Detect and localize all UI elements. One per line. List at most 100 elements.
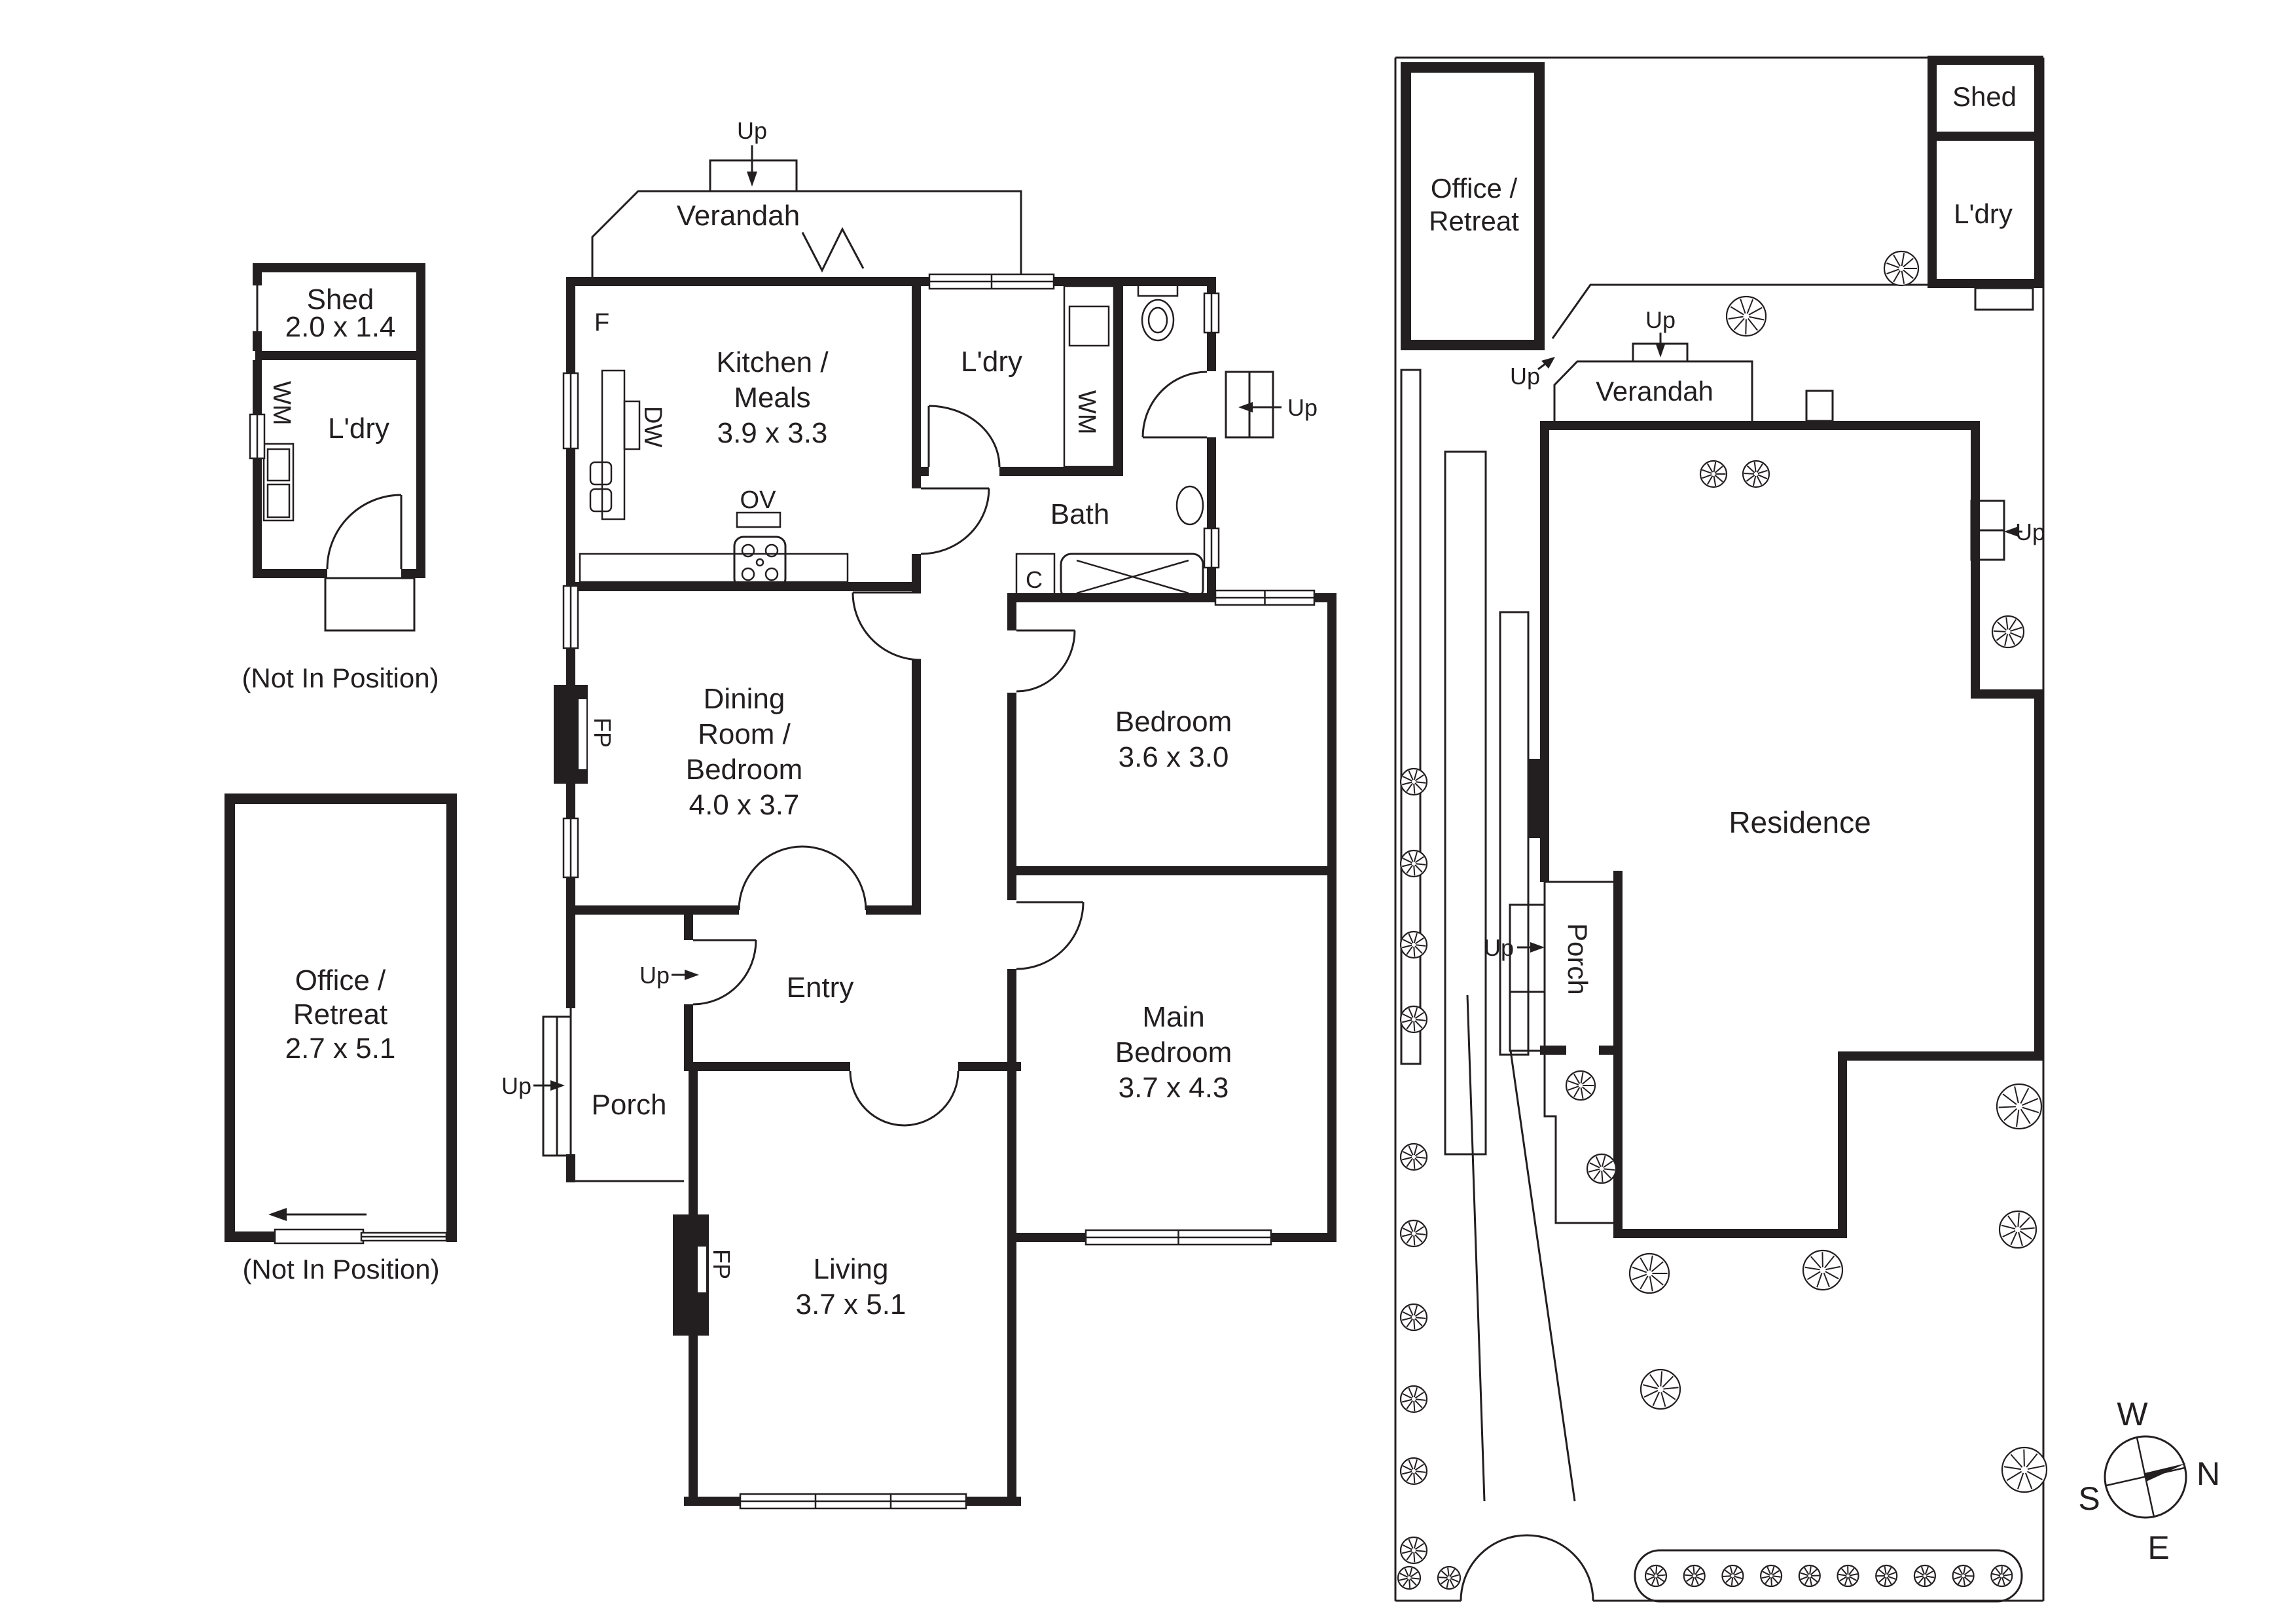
gate: [1460, 1534, 1528, 1601]
bathtub: [1060, 553, 1204, 601]
label-office-dims: 2.7 x 5.1: [285, 1032, 396, 1065]
sliding-door: [274, 1228, 365, 1245]
label-dining-dims: 4.0 x 3.7: [689, 789, 800, 821]
label-c: C: [1026, 566, 1043, 593]
courtyard-line: [1543, 1055, 1613, 1224]
label-wm-left: WM: [268, 381, 295, 426]
label-up-site-verandah: Up: [1645, 306, 1676, 333]
up-arrow: [685, 970, 699, 980]
toilet: [1141, 299, 1175, 342]
label-bath: Bath: [1050, 498, 1110, 530]
compass-w: W: [2117, 1396, 2148, 1432]
window: [562, 372, 579, 450]
tree-icon: [1875, 1564, 1898, 1588]
tree-icon: [1913, 1564, 1936, 1588]
tree-icon: [1399, 1303, 1428, 1332]
label-office-l2: Retreat: [293, 998, 387, 1030]
tree-icon: [1565, 1070, 1596, 1101]
cupboard: [1015, 553, 1056, 601]
label-living-dims: 3.7 x 5.1: [796, 1288, 906, 1321]
driveway: [1499, 611, 1530, 1056]
label-up-verandah: Up: [737, 117, 767, 144]
main-labels: Kitchen / Meals 3.9 x 3.3 L'dry Bath Din…: [501, 346, 1318, 1321]
label-up-site-porch: Up: [1484, 934, 1514, 961]
tree-icon: [1725, 295, 1767, 337]
label-entry: Entry: [787, 972, 854, 1004]
trees: [1397, 250, 2048, 1590]
window: [739, 1493, 967, 1510]
laundry-tub: [1068, 305, 1110, 347]
tree-icon: [1628, 1252, 1670, 1294]
label-site-office-1: Office /: [1431, 173, 1518, 204]
label-site-shed: Shed: [1952, 81, 2017, 112]
tree-icon: [1683, 1564, 1706, 1588]
label-site-office-2: Retreat: [1429, 206, 1519, 236]
label-dining-1: Dining: [704, 683, 785, 715]
compass-n: N: [2197, 1455, 2220, 1492]
up-arrow: [1238, 402, 1253, 412]
tree-icon: [1721, 1564, 1744, 1588]
step: [1974, 287, 2034, 311]
main-verandah: Up Verandah: [591, 117, 1022, 277]
label-living: Living: [814, 1253, 889, 1285]
tree-icon: [1399, 1219, 1428, 1248]
cooktop: [733, 536, 787, 589]
driveway: [1400, 369, 1422, 1065]
site-plan: Office / Retreat Shed L'dry Up Verandah …: [1394, 56, 2045, 1603]
gate: [1526, 1534, 1594, 1601]
label-ldry-main: L'dry: [961, 346, 1022, 378]
detached-office-retreat: Office / Retreat 2.7 x 5.1 (Not In Posit…: [224, 793, 457, 1285]
verandah-step: [709, 159, 798, 192]
window: [928, 273, 1055, 290]
label-wm-main: WM: [1073, 390, 1100, 435]
label-shed: Shed: [307, 283, 374, 316]
label-bedroom: Bedroom: [1115, 706, 1232, 738]
main-plan-walls: [554, 277, 1336, 1506]
label-site-verandah: Verandah: [1596, 376, 1713, 407]
label-kitchen-2: Meals: [734, 382, 810, 414]
tree-icon: [1699, 460, 1728, 488]
door-arc: [326, 494, 402, 570]
tree-icon: [1399, 1005, 1428, 1034]
path-line: [1551, 283, 1973, 339]
laundry-bench: [1063, 285, 1115, 468]
tree-icon: [1399, 1536, 1428, 1565]
verandah-step: [1805, 390, 1834, 422]
tree-icon: [1399, 1385, 1428, 1413]
label-shed-dims: 2.0 x 1.4: [285, 311, 396, 343]
tree-icon: [1991, 615, 2025, 649]
tree-icon: [1399, 1142, 1428, 1171]
label-kitchen-1: Kitchen /: [716, 346, 829, 378]
tree-icon: [1802, 1249, 1844, 1291]
label-ov: OV: [740, 486, 777, 514]
caption-not-in-position-1: (Not In Position): [242, 663, 439, 693]
label-fridge: F: [594, 309, 609, 337]
tree-icon: [1883, 250, 1920, 287]
label-mainbed-1: Main: [1142, 1001, 1204, 1033]
tree-icon: [1644, 1564, 1668, 1588]
kitchen-bench: [601, 369, 626, 520]
windows: [249, 273, 1316, 1510]
slide-arrow: [268, 1208, 287, 1221]
label-up-site-office: Up: [1510, 363, 1540, 390]
label-fp-living: FP: [708, 1249, 735, 1279]
tree-icon: [1990, 1564, 2013, 1588]
chimney: [1528, 759, 1549, 838]
label-verandah-main: Verandah: [677, 200, 800, 232]
tree-icon: [1437, 1565, 1462, 1590]
window: [1214, 589, 1316, 606]
label-up-porch: Up: [501, 1072, 531, 1099]
label-site-porch: Porch: [1562, 923, 1593, 995]
label-bedroom-dims: 3.6 x 3.0: [1119, 741, 1229, 773]
tree-icon: [1742, 460, 1770, 488]
up-arrow: [2004, 526, 2018, 537]
tree-icon: [1996, 1083, 2043, 1130]
label-fp-dining: FP: [589, 718, 616, 748]
window: [1085, 1229, 1272, 1246]
tree-icon: [1640, 1368, 1681, 1410]
compass-s: S: [2078, 1480, 2100, 1517]
tree-icon: [1399, 1457, 1428, 1486]
up-arrow: [1541, 357, 1555, 369]
